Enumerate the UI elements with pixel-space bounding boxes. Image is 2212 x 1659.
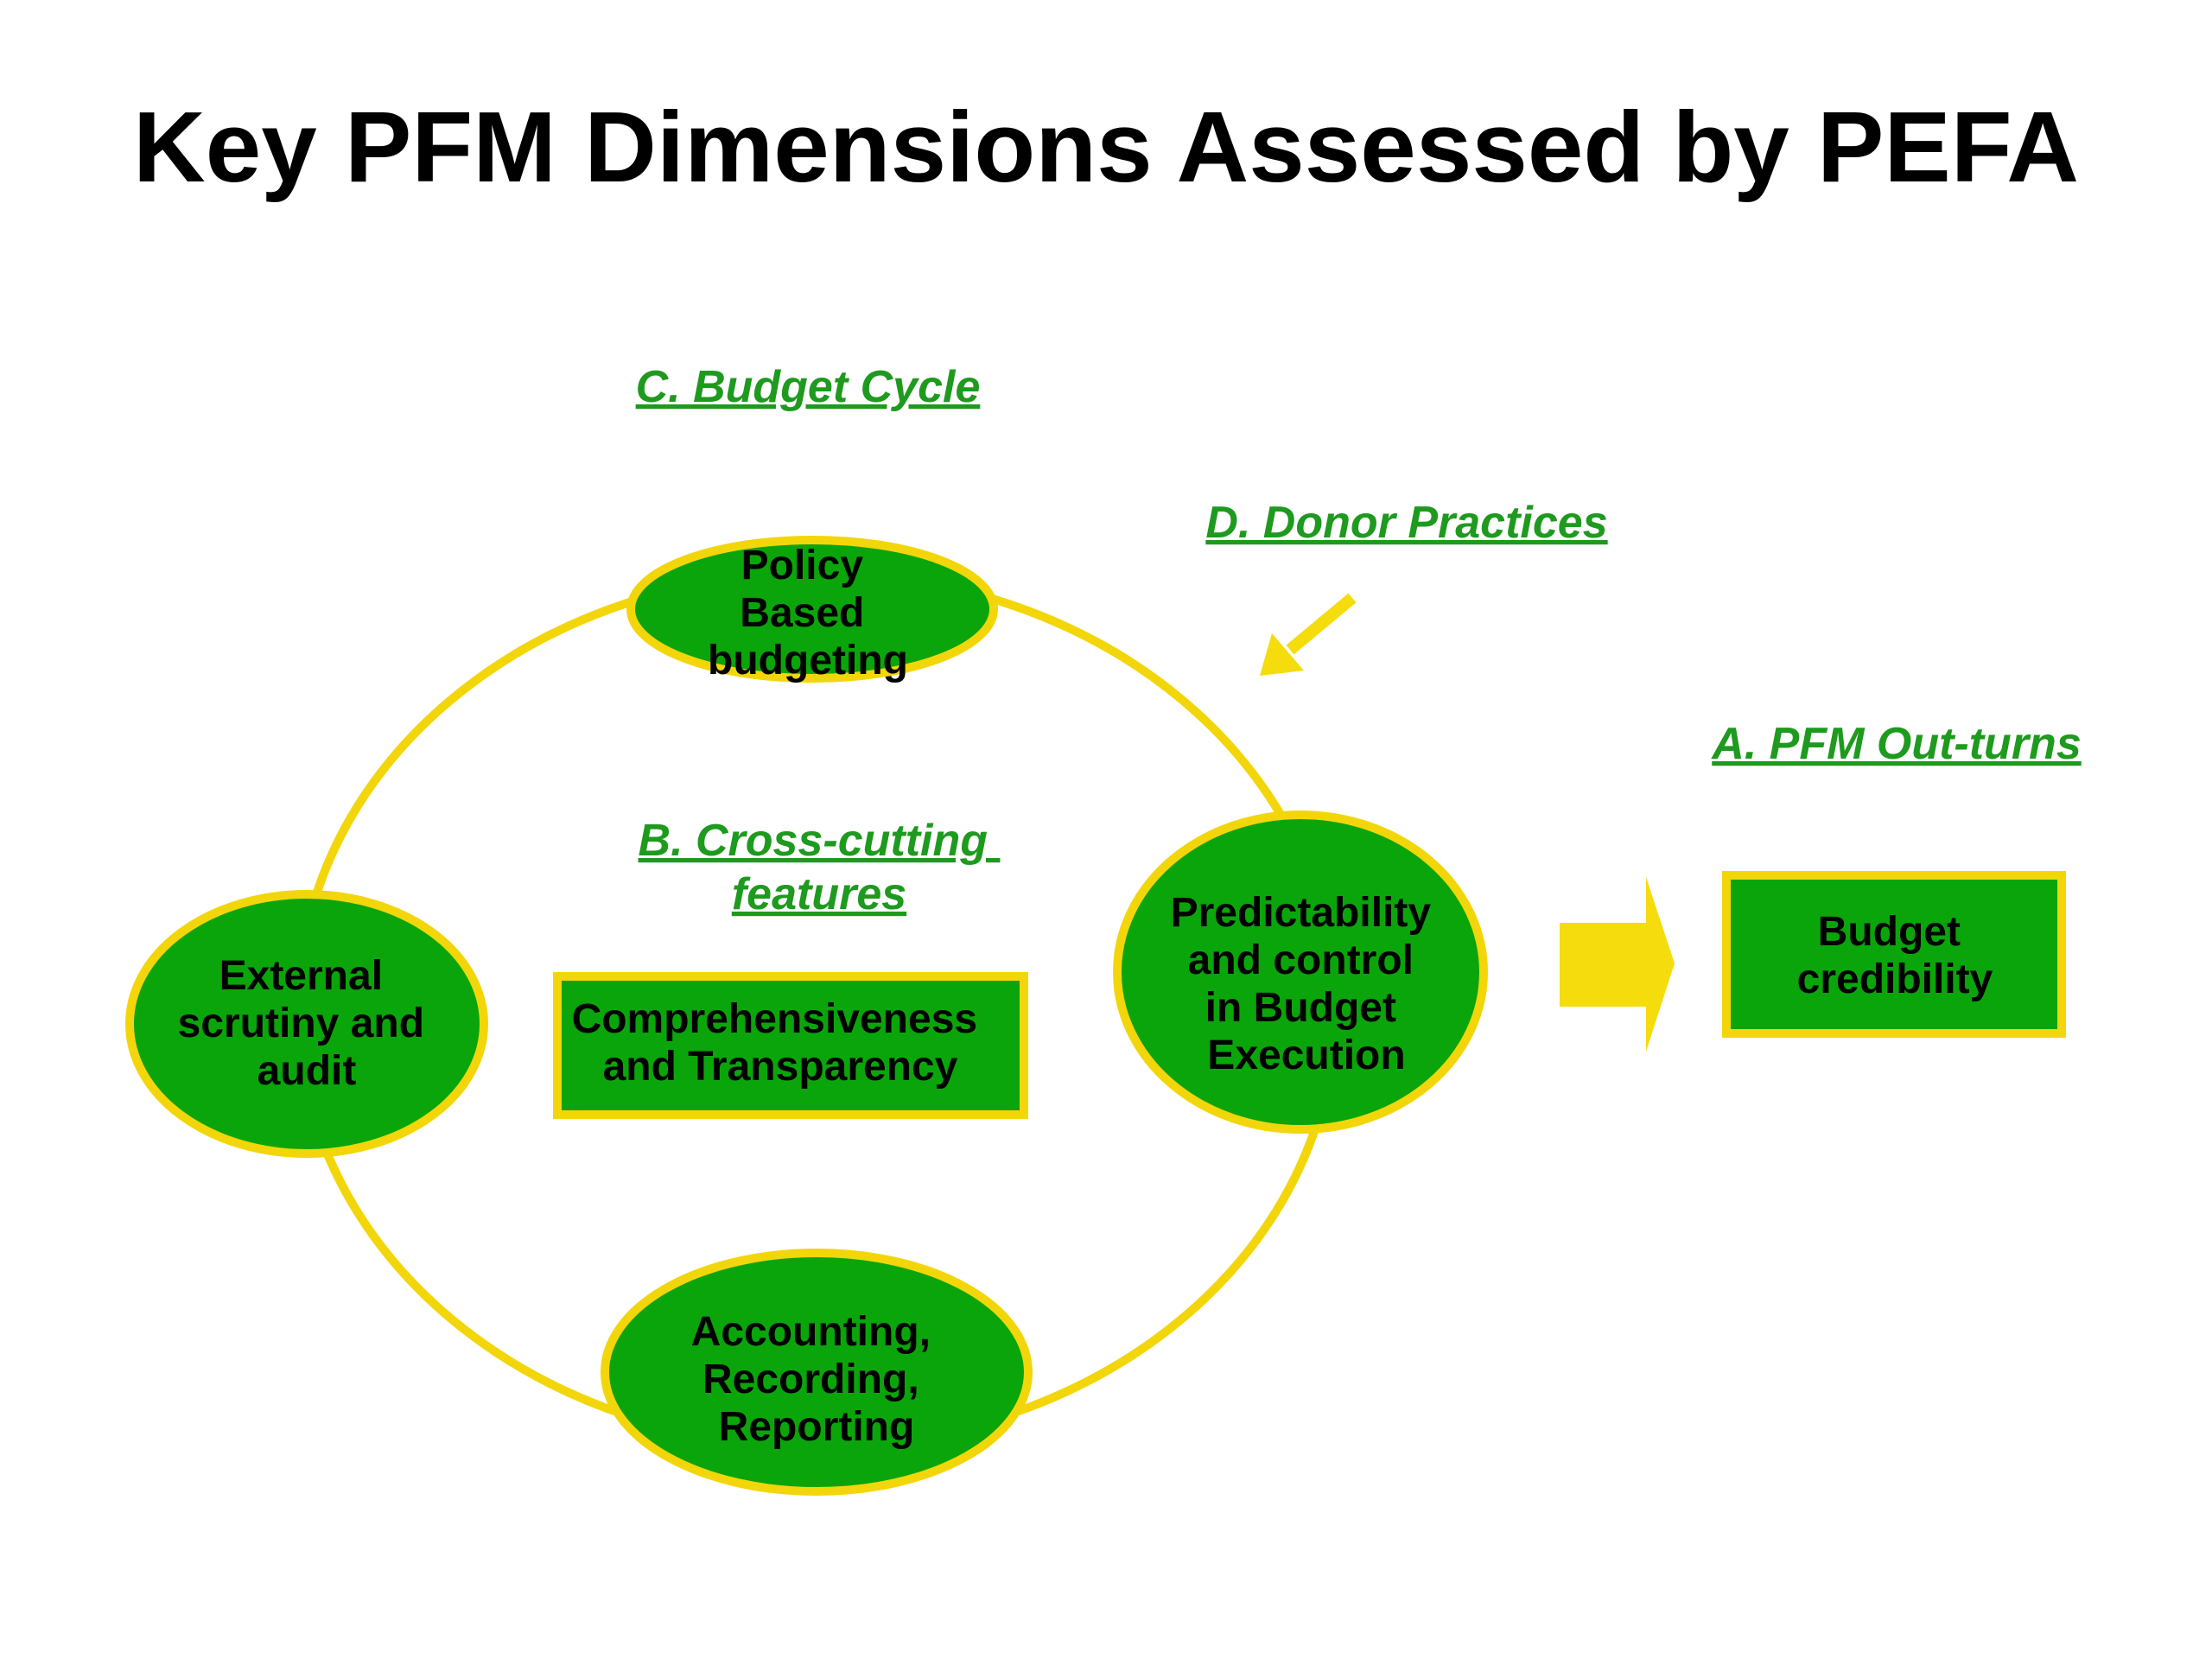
predictability-line: in Budget	[1205, 985, 1396, 1031]
external-scrutiny-line: audit	[257, 1048, 357, 1094]
svg-text:Budget credibility: Budget credibility	[1797, 909, 1993, 1002]
cross-cutting-label-line: B. Cross-cutting	[639, 816, 988, 866]
budget-credibility-line: credibility	[1797, 957, 1993, 1002]
svg-text:Policy Based budge: Policy Based budgeting	[708, 543, 908, 683]
svg-text:Predictability and contr: Predictability and control in Budget Exe…	[1171, 890, 1443, 1078]
policy-budgeting-node: Policy Based budgeting	[626, 536, 998, 683]
pfm-outturns-label: A. PFM Out-turns	[1710, 719, 2082, 769]
comprehensiveness-line: Comprehensiveness	[572, 996, 978, 1042]
accounting-line: Accounting,	[691, 1309, 931, 1355]
external-scrutiny-node: External scrutiny and audit	[125, 890, 488, 1158]
policy-budgeting-line: Policy	[741, 543, 864, 588]
predictability-line: and control	[1188, 938, 1414, 983]
svg-text:Accounting, Recording,: Accounting, Recording, Reporting	[691, 1309, 943, 1450]
comprehensiveness-box: Comprehensiveness and Transparency	[553, 972, 1028, 1119]
donor-arrow	[1260, 593, 1357, 676]
donor-practices-label: D. Donor Practices	[1205, 498, 1607, 548]
predictability-node: Predictability and control in Budget Exe…	[1113, 810, 1488, 1134]
accounting-line: Recording,	[702, 1357, 919, 1402]
policy-budgeting-line: Based	[740, 590, 864, 636]
slide-title: Key PFM Dimensions Assessed by PEFA	[133, 91, 2079, 203]
outturn-arrow	[1560, 877, 1675, 1052]
external-scrutiny-line: scrutiny and	[178, 1001, 424, 1046]
svg-text:External scrutiny and: External scrutiny and audit	[178, 953, 436, 1094]
budget-credibility-box: Budget credibility	[1722, 871, 2066, 1038]
svg-text:Comprehensiveness and Tr: Comprehensiveness and Transparency	[572, 996, 989, 1090]
external-scrutiny-line: External	[219, 953, 383, 999]
policy-budgeting-line: budgeting	[708, 638, 908, 683]
predictability-line: Execution	[1207, 1033, 1405, 1078]
predictability-line: Predictability	[1171, 890, 1432, 936]
cross-cutting-label-line: features	[732, 869, 906, 919]
comprehensiveness-line: and Transparency	[603, 1044, 958, 1090]
budget-credibility-line: Budget	[1818, 909, 1961, 955]
accounting-node: Accounting, Recording, Reporting	[601, 1249, 1033, 1496]
accounting-line: Reporting	[719, 1404, 915, 1450]
cross-cutting-label: B. Cross-cutting features	[639, 816, 1001, 919]
budget-cycle-label: C. Budget Cycle	[636, 362, 981, 412]
